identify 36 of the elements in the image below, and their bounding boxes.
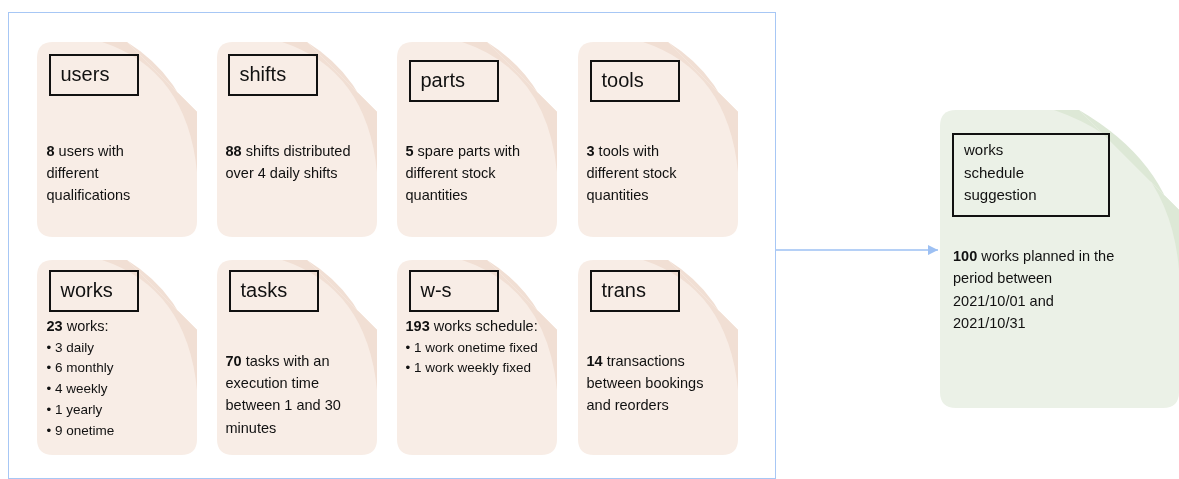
card-description: 100 works planned in the period between 2021/10/01 and 2021/10/31 — [953, 247, 1116, 334]
card-description: 3 tools with different stock quantities — [586, 141, 678, 206]
document-card — [396, 259, 557, 455]
card-description: 193 works schedule: — [405, 316, 539, 336]
bullet-item: • 1 work weekly fixed — [405, 359, 533, 378]
bullet-item: • 4 weekly — [46, 380, 109, 399]
card-heading: shifts — [227, 53, 318, 96]
card-heading: tasks — [228, 269, 319, 312]
card-heading: works — [48, 269, 139, 312]
bullet-item: • 6 monthly — [46, 359, 115, 378]
document-card — [216, 41, 377, 237]
card-heading: w-s — [408, 269, 499, 312]
document-card — [36, 259, 197, 455]
arrow — [775, 245, 939, 256]
bullet-item: • 1 yearly — [46, 401, 104, 420]
bullet-item: • 1 work onetime fixed — [405, 338, 539, 357]
card-description: 5 spare parts with different stock quantities — [405, 141, 521, 206]
card-heading: users — [48, 53, 139, 96]
document-card — [36, 41, 197, 237]
document-card — [577, 259, 738, 455]
card-description: 23 works: — [46, 316, 110, 336]
card-description: 70 tasks with an execution time between 1 and 30 minutes — [225, 351, 342, 438]
document-card — [216, 259, 377, 455]
document-card — [940, 110, 1179, 408]
card-heading: works schedule suggestion — [952, 133, 1110, 217]
bullet-item: • 9 onetime — [46, 422, 116, 441]
card-heading: trans — [589, 269, 680, 312]
group-frame — [8, 12, 776, 479]
card-heading: tools — [589, 59, 680, 102]
card-description: 14 transactions between bookings and reorders — [586, 351, 705, 416]
card-heading: parts — [408, 59, 499, 102]
bullet-item: • 3 daily — [46, 338, 95, 357]
card-description: 88 shifts distributed over 4 daily shifts — [225, 141, 352, 183]
document-card — [396, 41, 557, 237]
card-description: 8 users with different qualifications — [46, 141, 132, 206]
document-card — [577, 41, 738, 237]
